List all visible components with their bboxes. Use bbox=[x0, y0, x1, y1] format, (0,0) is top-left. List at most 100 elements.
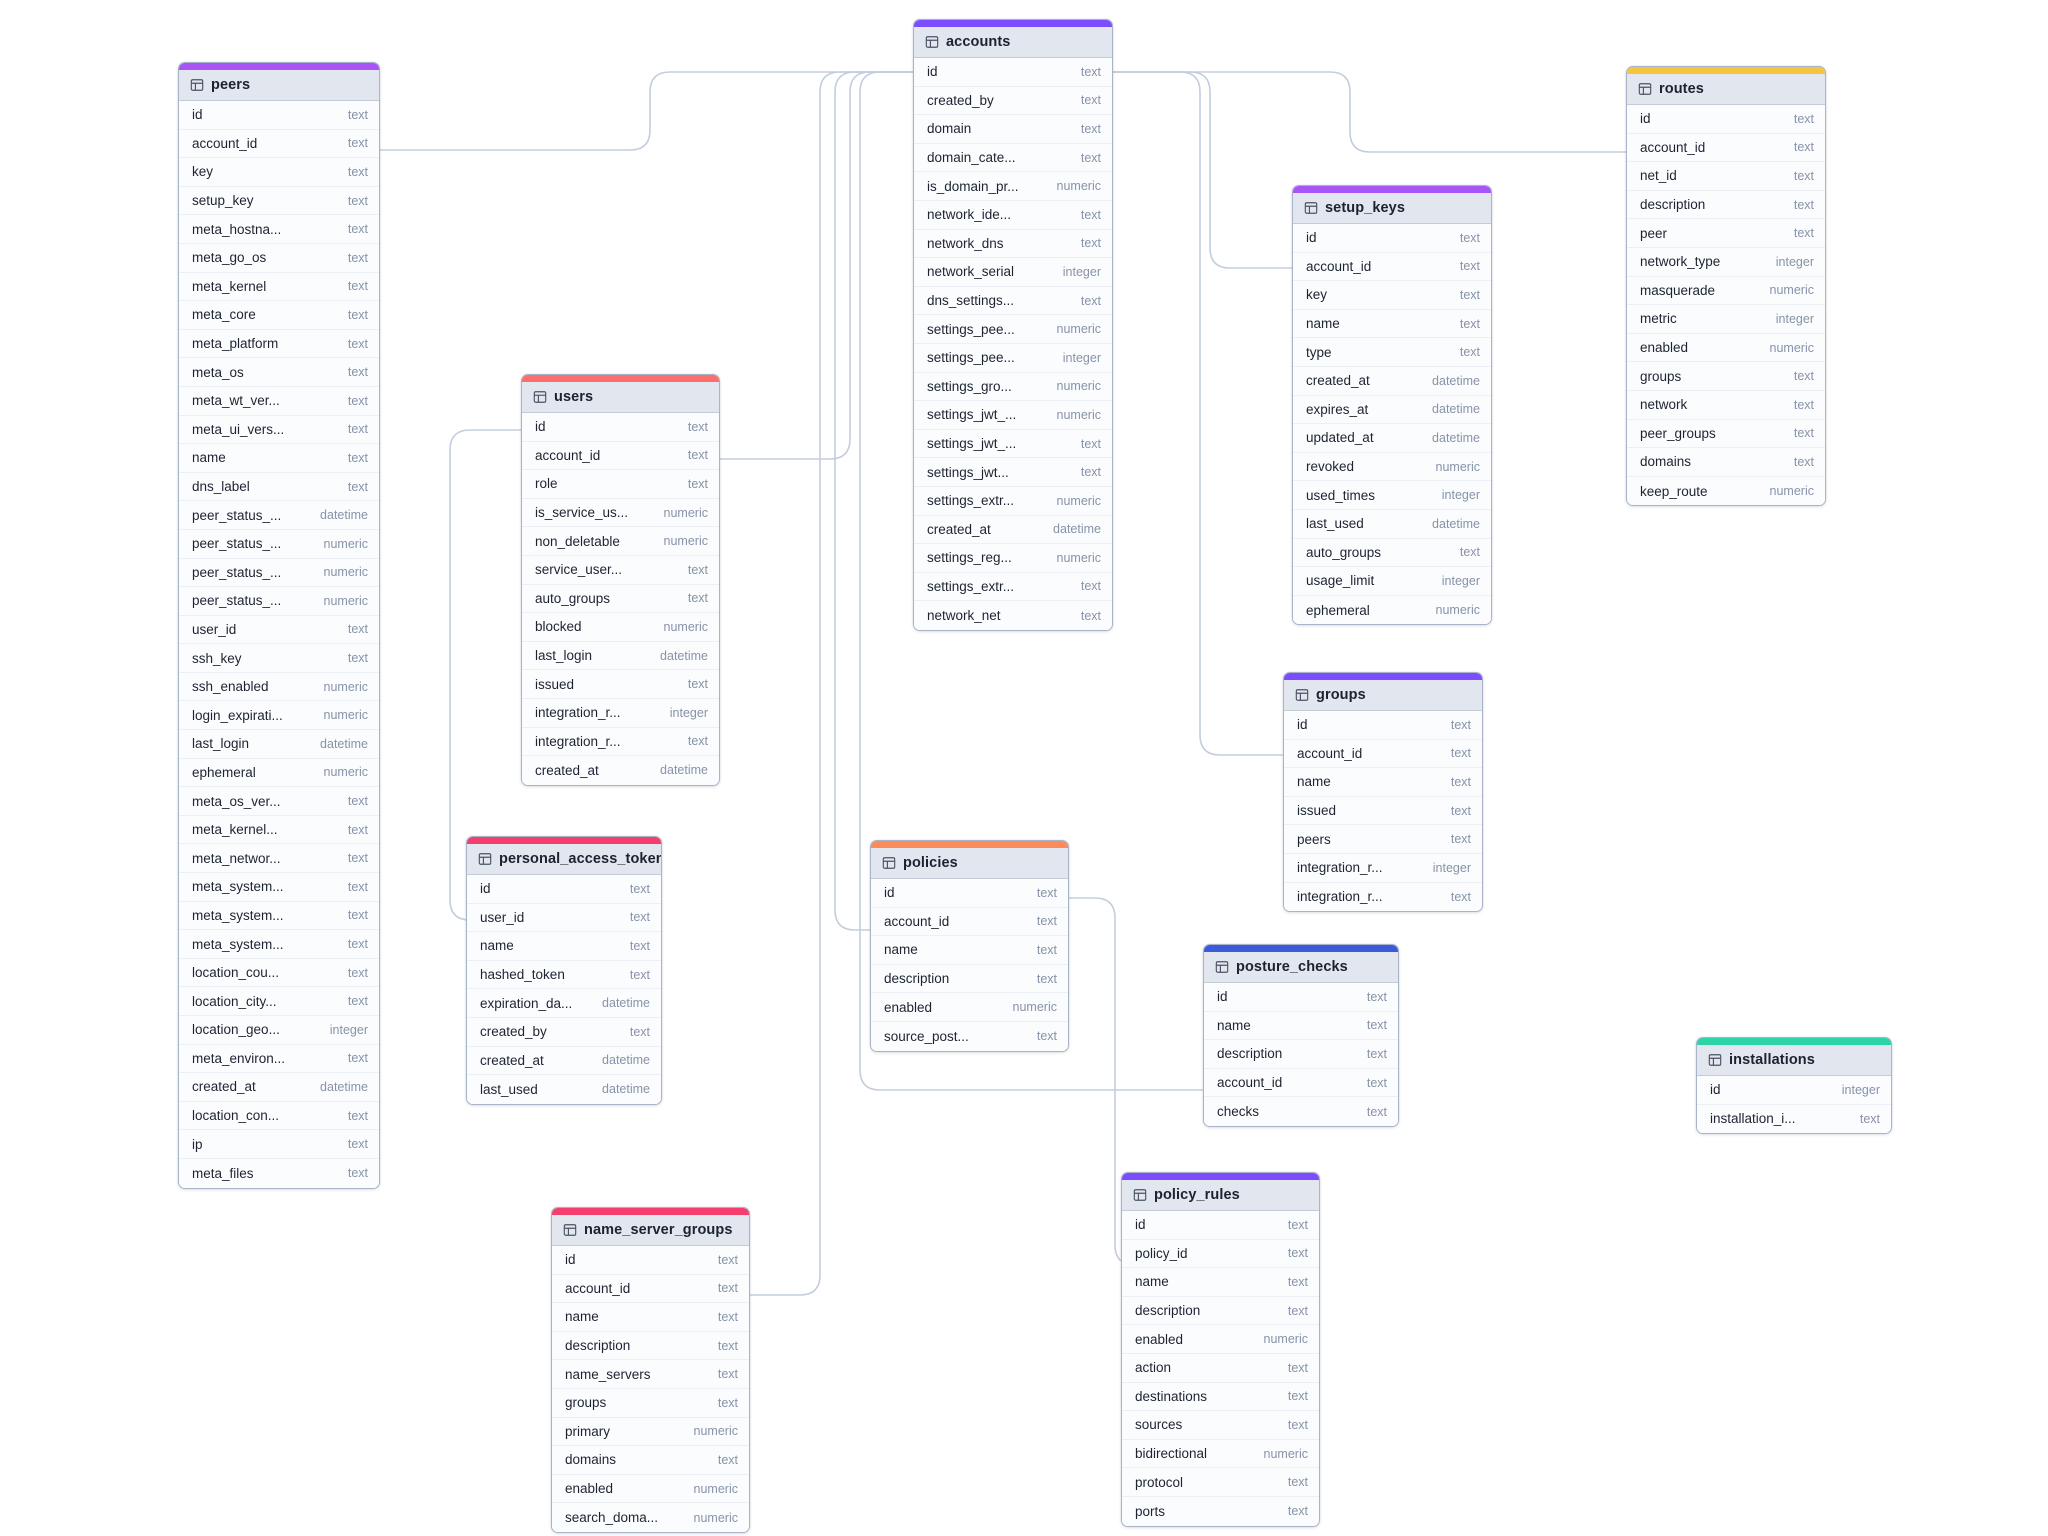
field-row[interactable]: meta_environ...text bbox=[179, 1044, 379, 1074]
field-row[interactable]: location_geo...integer bbox=[179, 1016, 379, 1045]
table-header-policy_rules[interactable]: policy_rules bbox=[1122, 1180, 1319, 1211]
field-row[interactable]: meta_networ...text bbox=[179, 844, 379, 874]
table-header-accounts[interactable]: accounts bbox=[914, 27, 1112, 58]
field-row[interactable]: meta_kernel...text bbox=[179, 815, 379, 845]
table-header-users[interactable]: users bbox=[522, 382, 719, 413]
field-row[interactable]: integration_r...text bbox=[1284, 882, 1482, 912]
field-row[interactable]: settings_pee...integer bbox=[914, 343, 1112, 373]
field-row[interactable]: integration_r...text bbox=[522, 727, 719, 757]
field-row[interactable]: domain_cate...text bbox=[914, 143, 1112, 173]
field-row[interactable]: peer_status_...numeric bbox=[179, 558, 379, 588]
field-row[interactable]: dns_settings...text bbox=[914, 286, 1112, 316]
field-row[interactable]: meta_system...text bbox=[179, 930, 379, 959]
field-row[interactable]: peer_status_...numeric bbox=[179, 529, 379, 559]
field-row[interactable]: service_user...text bbox=[522, 555, 719, 585]
field-row[interactable]: peer_status_...numeric bbox=[179, 587, 379, 616]
table-header-name_server_groups[interactable]: name_server_groups bbox=[552, 1215, 749, 1246]
field-row[interactable]: settings_extr...text bbox=[914, 572, 1112, 602]
field-row[interactable]: integration_r...integer bbox=[522, 698, 719, 728]
field-row[interactable]: meta_wt_ver...text bbox=[179, 386, 379, 416]
field-row[interactable]: meta_hostna...text bbox=[179, 215, 379, 244]
field-row[interactable]: settings_jwt...text bbox=[914, 458, 1112, 487]
field-row[interactable]: settings_gro...numeric bbox=[914, 372, 1112, 402]
table-header-posture_checks[interactable]: posture_checks bbox=[1204, 952, 1398, 983]
field-row[interactable]: is_domain_pr...numeric bbox=[914, 172, 1112, 201]
field-row[interactable]: settings_jwt_...numeric bbox=[914, 401, 1112, 430]
field-row[interactable]: meta_os_ver...text bbox=[179, 787, 379, 816]
field-row[interactable]: settings_extr...numeric bbox=[914, 486, 1112, 516]
field-row[interactable]: source_post...text bbox=[871, 1021, 1068, 1051]
field-row[interactable]: location_cou...text bbox=[179, 958, 379, 988]
field-row[interactable]: expiration_da...datetime bbox=[467, 989, 661, 1018]
